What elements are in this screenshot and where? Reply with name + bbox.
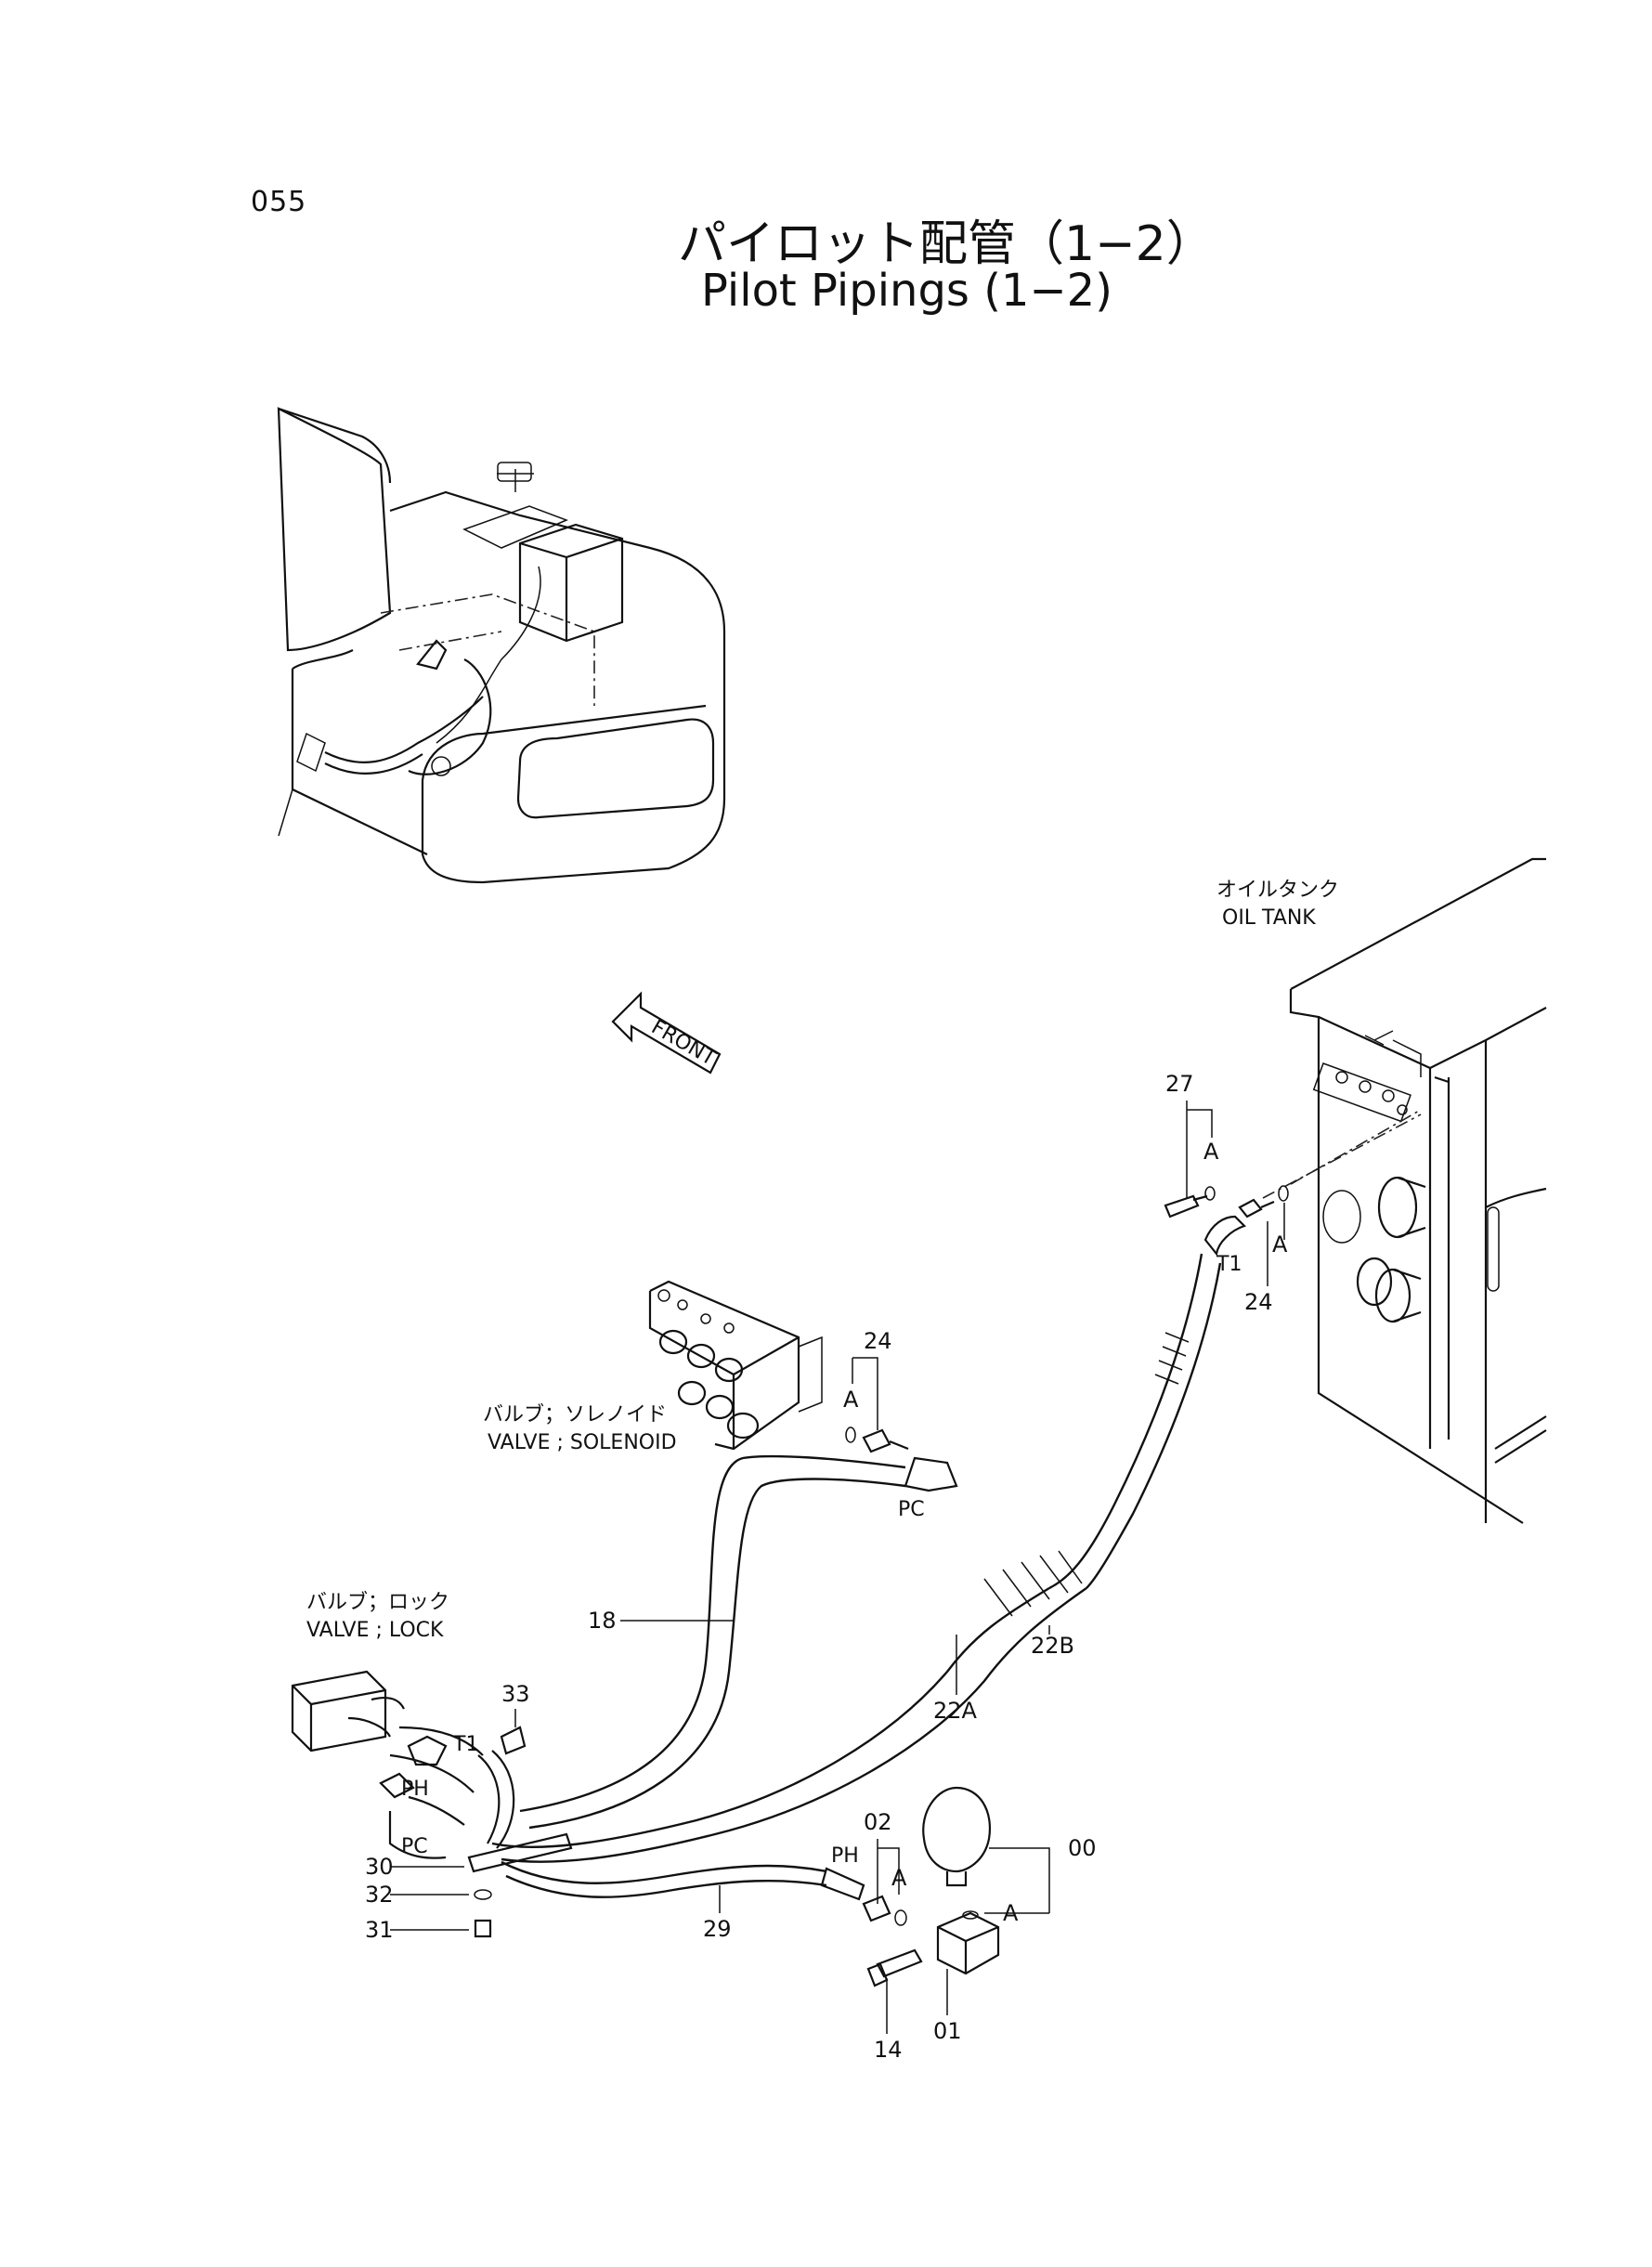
oil-tank-illustration: オイルタンク OIL TANK [1216,857,1547,1524]
part-number-24-solenoid: 24 [864,1328,892,1354]
set-mark-a2: A [1272,1231,1288,1257]
lock-valve-label-en: VALVE ; LOCK [306,1619,444,1642]
part-number-22b: 22B [1031,1633,1074,1659]
port-label-t1-lock: T1 [452,1733,478,1756]
hose-29: PH 29 [501,1844,865,1942]
part-number-01: 01 [933,2018,962,2044]
front-arrow-label: FRONT [647,1016,720,1072]
hose-18: PC 18 [519,1454,958,1830]
accumulator-assembly: 02 A 00 A 14 01 [862,1786,1097,2063]
oil-tank-label-en: OIL TANK [1222,906,1316,930]
part-number-18: 18 [588,1608,617,1634]
port-label-ph-lock: PH [401,1778,429,1801]
oil-tank-label-ja: オイルタンク [1216,879,1339,902]
part-number-30: 30 [365,1854,394,1880]
solenoid-valve-label-en: VALVE ; SOLENOID [488,1431,677,1454]
tank-fittings: 27 A A 24 T1 [1164,1071,1289,1315]
set-mark-a4: A [891,1865,907,1891]
part-number-29: 29 [703,1916,732,1942]
port-label-pc-lock: PC [401,1835,428,1858]
page-number: 055 [251,186,307,218]
lock-valve-label-ja: バルブ；ロック [306,1591,449,1614]
part-number-24-tank: 24 [1244,1289,1273,1315]
solenoid-valve-illustration: バルブ；ソレノイド VALVE ; SOLENOID 24 A [483,1280,909,1454]
machine-overview-illustration [277,407,726,884]
part-number-22a: 22A [933,1698,978,1724]
title-english: Pilot Pipings (1−2) [701,265,1112,317]
port-label-pc-solenoid: PC [898,1498,925,1521]
title-japanese: パイロット配管（1−2） [678,216,1215,272]
part-number-31: 31 [365,1917,394,1943]
clamp-assembly: 33 30 32 31 [365,1681,573,1943]
part-number-27: 27 [1165,1071,1194,1097]
lock-valve-illustration: バルブ；ロック VALVE ; LOCK T1 PH PC [291,1591,484,1859]
port-label-ph-hose: PH [831,1844,859,1868]
set-mark-a1: A [1203,1139,1219,1165]
part-number-33: 33 [501,1681,530,1707]
solenoid-valve-label-ja: バルブ；ソレノイド [483,1403,667,1427]
part-number-00: 00 [1068,1835,1097,1861]
front-direction-arrow: FRONT [611,991,722,1075]
set-mark-a3: A [843,1387,859,1413]
hose-22-assembly: 22B 22A [491,1253,1222,1863]
part-number-02: 02 [864,1809,892,1835]
part-number-32: 32 [365,1882,394,1908]
part-number-14: 14 [874,2037,903,2063]
